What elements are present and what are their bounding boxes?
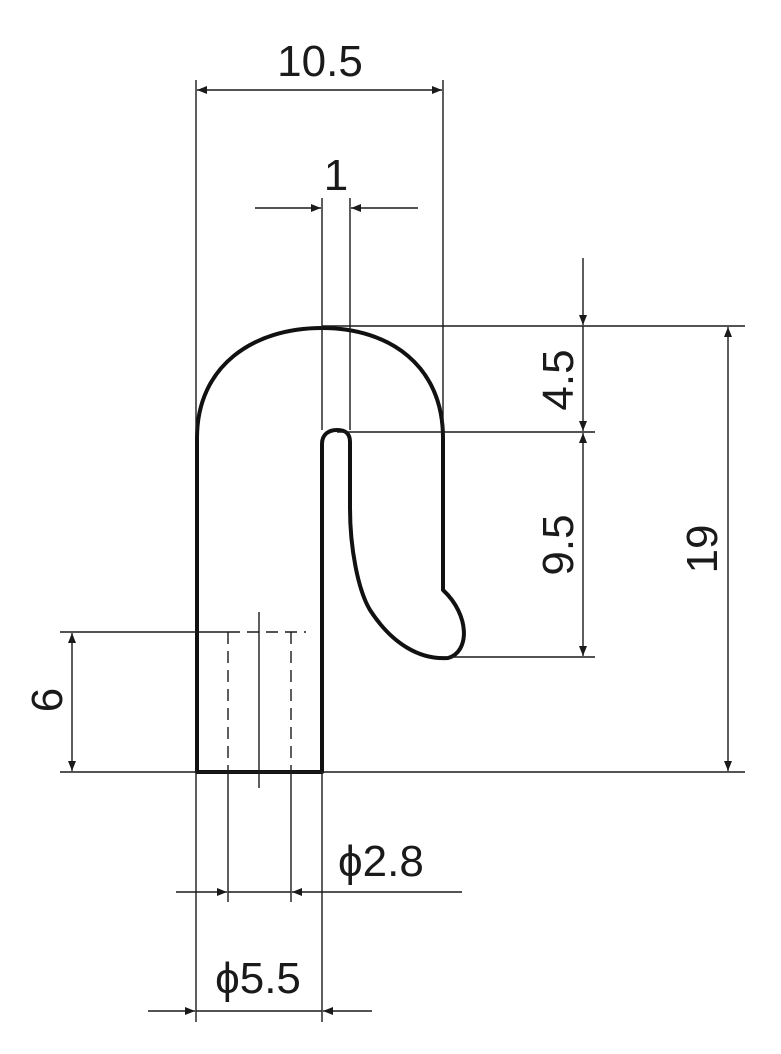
dim-label-top-arc-height: 4.5 bbox=[534, 349, 583, 410]
dim-label-inner-diameter: ϕ2.8 bbox=[338, 837, 424, 886]
dim-label-overall-width: 10.5 bbox=[277, 37, 363, 86]
dim-label-overall-height: 19 bbox=[678, 525, 727, 574]
hook-outline bbox=[195, 326, 466, 774]
dim-label-wire-gap: 1 bbox=[324, 151, 348, 200]
dim-label-outer-diameter: ϕ5.5 bbox=[215, 954, 301, 1003]
dim-label-shank-depth: 6 bbox=[23, 688, 72, 712]
dim-label-hook-inner-height: 9.5 bbox=[534, 514, 583, 575]
